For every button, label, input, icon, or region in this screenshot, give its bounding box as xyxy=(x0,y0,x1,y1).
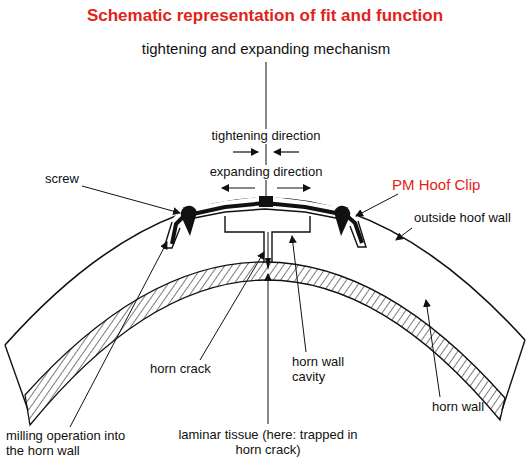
part-label: milling operation into the horn wall xyxy=(6,429,128,459)
leader-line xyxy=(268,274,269,424)
trapped-laminar-tissue xyxy=(265,258,271,270)
part-label: screw xyxy=(45,172,79,187)
direction-label: expanding direction xyxy=(207,165,326,180)
screw xyxy=(181,206,197,236)
diagram-title: Schematic representation of fit and func… xyxy=(87,6,443,26)
leader-line xyxy=(70,242,167,427)
pm-hoof-clip xyxy=(172,203,362,244)
leader-line xyxy=(396,228,412,240)
screw xyxy=(334,206,350,236)
part-label: outside hoof wall xyxy=(414,211,511,226)
laminar-band xyxy=(25,262,505,425)
part-label: laminar tissue (here: trapped in horn cr… xyxy=(168,428,368,458)
subtitle: tightening and expanding mechanism xyxy=(139,40,394,57)
part-label: horn wall cavity xyxy=(292,355,364,385)
leader-line xyxy=(426,300,440,397)
wall-cut-end xyxy=(5,345,28,410)
part-label: horn wall xyxy=(432,400,484,415)
clip-center-block xyxy=(259,196,273,207)
leader-line xyxy=(82,186,180,213)
direction-label: tightening direction xyxy=(208,129,323,144)
leader-line xyxy=(200,252,264,360)
leader-line xyxy=(292,236,306,352)
part-label: horn crack xyxy=(150,362,211,377)
expanding-arrow xyxy=(277,187,310,188)
milled-groove xyxy=(164,221,366,248)
tightening-arrow xyxy=(274,151,299,152)
leader-line xyxy=(356,194,398,216)
wall-cut-end xyxy=(502,340,525,410)
clip-inner-edge xyxy=(184,209,346,220)
expanding-arrow xyxy=(222,187,255,188)
product-label: PM Hoof Clip xyxy=(392,176,480,193)
tightening-arrow xyxy=(233,151,258,152)
